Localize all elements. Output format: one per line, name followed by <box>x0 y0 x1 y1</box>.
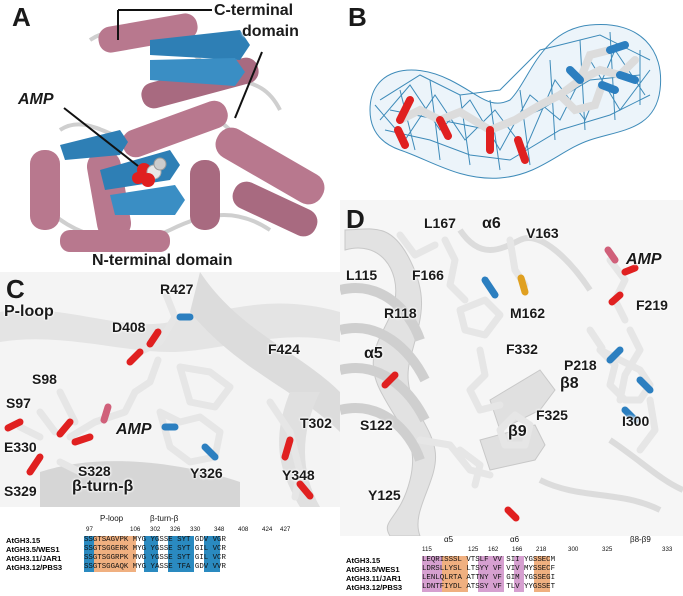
residue-label: β9 <box>508 423 527 440</box>
residue-label: R118 <box>384 305 417 321</box>
strand <box>60 130 128 160</box>
alignment-row-name: AtGH3.12/PBS3 <box>346 583 403 592</box>
active-site-c <box>0 272 340 507</box>
residue-label: S122 <box>360 417 393 433</box>
helix <box>30 150 60 230</box>
helix <box>232 181 318 237</box>
alignment-number: 408 <box>238 526 249 533</box>
residue-label: L115 <box>346 267 378 283</box>
residue-label: F332 <box>506 341 538 357</box>
protein-cartoon-a <box>30 9 325 252</box>
residue-label: Y326 <box>190 465 223 481</box>
alignment-row: SSGTSGGRPK MVG YGSSE SYT GIL VCR <box>84 554 226 563</box>
alignment-number: 302 <box>150 526 161 533</box>
residue-label: F166 <box>412 267 444 283</box>
alignment-row-name: AtGH3.15 <box>6 536 41 545</box>
residue-label: β8 <box>560 375 579 392</box>
residue-label: M162 <box>510 305 546 321</box>
strand <box>150 58 245 86</box>
alignment-number: 326 <box>170 526 181 533</box>
residue-label: S97 <box>6 395 31 411</box>
residue-label: F219 <box>636 297 668 313</box>
amp-stick-b <box>394 41 639 164</box>
residue-label: α5 <box>364 345 383 362</box>
alignment-number: 330 <box>190 526 201 533</box>
alignment-row-name: AtGH3.11/JAR1 <box>6 554 62 563</box>
helix <box>60 230 170 252</box>
alignment-header-b8b9: β8-β9 <box>630 535 651 544</box>
panel-d: D L167 α6 V163 AMP L115 F166 R118 M162 F… <box>340 200 683 596</box>
amp-label-a: AMP <box>18 91 54 108</box>
helix <box>190 160 220 230</box>
alignment-number: 424 <box>262 526 273 533</box>
alignment-header-ploop: P-loop <box>100 514 124 523</box>
alignment-number: 325 <box>602 546 613 553</box>
amp-label-d: AMP <box>626 251 662 268</box>
residue-label: F424 <box>268 341 300 357</box>
alignment-number: 218 <box>536 546 547 553</box>
residue-label: D408 <box>112 319 146 335</box>
panel-a-label: A <box>12 2 31 32</box>
panel-b-label: B <box>348 2 367 32</box>
alignment-row-name: AtGH3.11/JAR1 <box>346 574 402 583</box>
alignment-row-name: AtGH3.5/WES1 <box>346 565 400 574</box>
residue-label: L167 <box>424 215 456 231</box>
alignment-row: SSGTSGGAQK MYG YASSE TFA GDV VVR <box>84 563 226 572</box>
helix <box>215 127 325 205</box>
helix <box>122 100 228 158</box>
residue-label: S328 <box>78 463 111 479</box>
residue-label: V163 <box>526 225 559 241</box>
residue-label: F325 <box>536 407 568 423</box>
residue-label: β-turn-β <box>72 478 134 495</box>
residue-label: R427 <box>160 281 194 297</box>
panel-d-label: D <box>346 204 365 234</box>
alignment-row: LDNTFIYDL ATSSY VF TLV YYGSSET <box>422 583 556 592</box>
residue-label: α6 <box>482 215 501 232</box>
amp-ligand-spheres <box>132 157 167 187</box>
alignment-header-a6: α6 <box>510 535 520 544</box>
alignment-number: 348 <box>214 526 225 533</box>
c-terminal-label-line2: domain <box>242 23 299 40</box>
alignment-number: 97 <box>86 526 93 533</box>
residue-label: Y348 <box>282 467 315 483</box>
n-terminal-label: N-terminal domain <box>92 252 233 269</box>
alignment-row: LEQRISSSL VTSLF VV SII YGSSECM <box>422 556 556 565</box>
c-terminal-label-line1: C-terminal <box>214 2 294 19</box>
residue-label: P218 <box>564 357 597 373</box>
alignment-number: 333 <box>662 546 673 553</box>
panel-b: B <box>340 0 683 200</box>
panel-c: C P-loop R427 D408 F424 S98 S97 AMP T302… <box>0 272 340 596</box>
alignment-number: 125 <box>468 546 479 553</box>
residue-label: S329 <box>4 483 37 499</box>
alignment-row-name: AtGH3.5/WES1 <box>6 545 60 554</box>
alignment-row: SSGTSGGERK MYG YGSSE SYT GIL VCR <box>84 545 226 554</box>
strand <box>110 185 185 215</box>
panel-a: A C-terminal domain AMP N-terminal domai… <box>0 0 340 272</box>
panel-c-label: C <box>6 274 25 304</box>
helix <box>98 13 198 53</box>
alignment-number: 166 <box>512 546 523 553</box>
alignment-row: LDRSLLYSL LTSYY VF VIV MYSSECF <box>422 565 556 574</box>
alignment-number: 427 <box>280 526 291 533</box>
residue-label: Y125 <box>368 487 401 503</box>
residue-label: I300 <box>622 413 650 429</box>
alignment-number: 162 <box>488 546 499 553</box>
strand <box>150 30 250 60</box>
alignment-row: SSGTSAGVPK MYG YGSSE SYT GDV VGR <box>84 536 226 545</box>
alignment-header-a5: α5 <box>444 535 454 544</box>
alignment-row-name: AtGH3.15 <box>346 556 381 565</box>
alignment-header-turn: β-turn-β <box>150 514 179 523</box>
alignment-number: 106 <box>130 526 141 533</box>
residue-label: S98 <box>32 371 57 387</box>
amp-label-c: AMP <box>116 421 152 438</box>
active-site-d <box>340 200 683 536</box>
residue-label: P-loop <box>4 303 54 320</box>
alignment-number: 300 <box>568 546 579 553</box>
alignment-row-name: AtGH3.12/PBS3 <box>6 563 63 572</box>
residue-label: T302 <box>300 415 332 431</box>
alignment-number: 115 <box>422 546 432 553</box>
density-mesh <box>369 23 662 179</box>
alignment-row: LENLQLRTA ATTNY VF GIM YGSSEGI <box>422 574 556 583</box>
residue-label: E330 <box>4 439 37 455</box>
